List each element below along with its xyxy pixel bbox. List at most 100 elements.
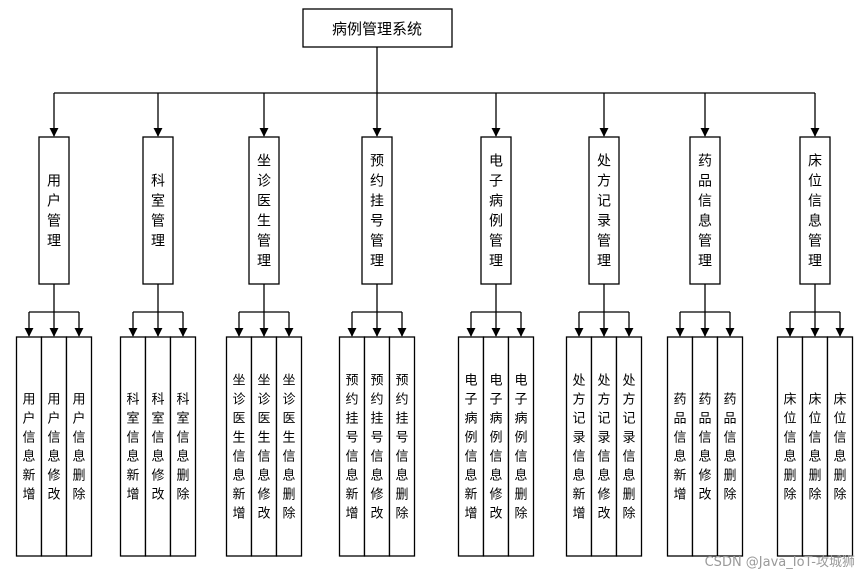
leaf-label: 床位信息删除 [833,393,846,503]
leaf-node: 床位信息删除 [776,336,804,557]
module-label: 处方记录管理 [597,153,611,269]
leaf-node: 药品信息新增 [666,336,694,557]
leaf-label: 坐诊医生信息删除 [282,374,295,522]
leaf-node: 电子病例信息删除 [507,336,535,557]
leaf-label: 药品信息修改 [698,393,711,503]
leaf-box [363,336,391,557]
module-box [142,136,174,285]
leaf-box [338,336,366,557]
leaf-node: 坐诊医生信息删除 [275,336,303,557]
module-box [799,136,831,285]
leaf-node: 处方记录信息新增 [565,336,593,557]
module-node: 预约挂号管理 [352,136,402,313]
module-node: 用户管理 [29,136,79,313]
module-box [38,136,70,285]
module-label: 床位信息管理 [808,153,822,269]
leaf-box [40,336,68,557]
module-node: 电子病例管理 [471,136,521,313]
leaf-box [482,336,510,557]
leaf-box [388,336,416,557]
leaf-label: 药品信息新增 [673,393,686,503]
leaf-node: 床位信息删除 [801,336,829,557]
leaf-box [590,336,618,557]
leaf-box [666,336,694,557]
module-node: 坐诊医生管理 [239,136,289,313]
leaf-box [457,336,485,557]
leaf-label: 预约挂号信息修改 [370,374,383,522]
module-label: 用户管理 [47,173,61,249]
leaf-label: 科室信息新增 [126,393,139,503]
leaf-box [15,336,43,557]
leaf-box [615,336,643,557]
leaf-node: 预约挂号信息修改 [363,336,391,557]
watermark: CSDN @Java_IoT-攻城狮 [704,555,855,570]
leaf-box [144,336,172,557]
leaf-label: 药品信息删除 [723,393,736,503]
leaf-node: 用户信息新增 [15,336,43,557]
leaf-node: 床位信息删除 [826,336,854,557]
leaf-box [691,336,719,557]
leaf-node: 科室信息新增 [119,336,147,557]
leaf-node: 药品信息删除 [716,336,744,557]
leaf-box [65,336,93,557]
leaf-box [225,336,253,557]
leaf-label: 床位信息删除 [783,393,796,503]
leaf-label: 预约挂号信息删除 [395,374,408,522]
module-label: 药品信息管理 [698,153,712,269]
root-node: 病例管理系统 [302,8,453,48]
leaf-label: 电子病例信息新增 [464,374,477,522]
leaf-label: 处方记录信息新增 [572,374,585,522]
module-node: 床位信息管理 [790,136,840,313]
leaf-box [716,336,744,557]
leaf-box [119,336,147,557]
leaf-node: 处方记录信息删除 [615,336,643,557]
leaf-label: 电子病例信息修改 [489,374,502,522]
leaf-label: 科室信息修改 [151,393,164,503]
leaf-label: 坐诊医生信息修改 [257,374,270,522]
leaf-node: 处方记录信息修改 [590,336,618,557]
leaf-node: 用户信息修改 [40,336,68,557]
module-box [480,136,512,285]
leaf-box [801,336,829,557]
module-box [588,136,620,285]
leaf-label: 床位信息删除 [808,393,821,503]
leaf-label: 用户信息修改 [47,393,60,503]
module-label: 预约挂号管理 [370,153,384,269]
module-box [248,136,280,285]
module-box [689,136,721,285]
leaf-box [776,336,804,557]
leaf-node: 预约挂号信息新增 [338,336,366,557]
module-node: 药品信息管理 [680,136,730,313]
leaf-label: 预约挂号信息新增 [345,374,358,522]
leaf-label: 处方记录信息修改 [597,374,610,522]
module-node: 处方记录管理 [579,136,629,313]
leaf-node: 用户信息删除 [65,336,93,557]
leaf-node: 电子病例信息修改 [482,336,510,557]
leaf-label: 用户信息新增 [22,393,35,503]
leaf-label: 用户信息删除 [72,393,85,503]
leaf-node: 科室信息删除 [169,336,197,557]
leaf-node: 预约挂号信息删除 [388,336,416,557]
leaf-node: 坐诊医生信息新增 [225,336,253,557]
root-label: 病例管理系统 [332,20,422,38]
module-label: 电子病例管理 [489,153,503,269]
leaf-box [507,336,535,557]
leaf-box [169,336,197,557]
leaf-label: 科室信息删除 [176,393,189,503]
leaf-label: 处方记录信息删除 [622,374,635,522]
leaf-node: 坐诊医生信息修改 [250,336,278,557]
leaf-box [826,336,854,557]
leaf-label: 电子病例信息删除 [514,374,527,522]
root-connectors [49,47,820,137]
module-nodes: 用户管理 科室管理 坐诊医生管理 预约挂号管理 电子病例管理 处方记录管理 药品信息管理 床位… [29,136,840,313]
leaf-label: 坐诊医生信息新增 [232,374,245,522]
leaf-box [275,336,303,557]
module-label: 坐诊医生管理 [257,153,271,269]
leaf-node: 科室信息修改 [144,336,172,557]
module-node: 科室管理 [133,136,183,313]
leaf-node: 药品信息修改 [691,336,719,557]
leaf-box [250,336,278,557]
leaf-box [565,336,593,557]
